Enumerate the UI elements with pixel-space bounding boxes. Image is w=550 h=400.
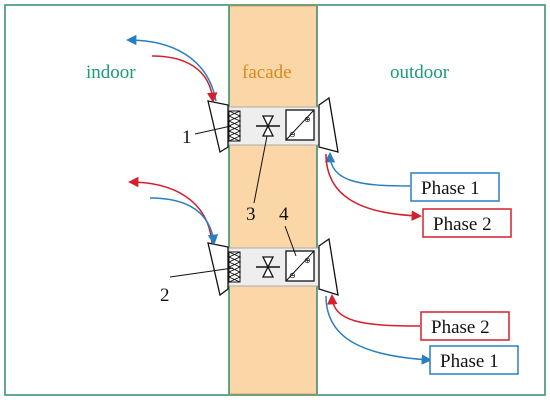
svg-text:⊖: ⊖ [289, 130, 296, 139]
heat-exchanger-icon: ⊕ ⊖ [285, 109, 315, 141]
outdoor-top-red-flow [325, 153, 423, 221]
filter-icon [227, 251, 242, 283]
leader-line-1 [194, 125, 232, 135]
phase-label-bottom-2: Phase 2 [431, 317, 490, 338]
leader-line-4 [284, 225, 297, 257]
outdoor-bottom-blue-flow [325, 295, 433, 365]
component-label-3: 3 [246, 204, 256, 225]
leader-line-2 [169, 267, 234, 278]
phase-label-top-1: Phase 1 [421, 178, 480, 199]
svg-text:⊕: ⊕ [304, 256, 311, 265]
phase-box-top-2: Phase 2 [422, 208, 512, 238]
indoor-label: indoor [86, 62, 136, 83]
phase-box-top-1: Phase 1 [410, 172, 500, 202]
valve-icon [256, 115, 280, 137]
phase-box-bottom-1: Phase 1 [429, 345, 519, 375]
louver-icon [207, 242, 229, 297]
outdoor-label: outdoor [390, 62, 450, 83]
indoor-top-blue-flow [125, 34, 217, 102]
outdoor-bottom-red-flow [327, 293, 421, 327]
valve-icon [256, 256, 280, 278]
louver-icon [318, 96, 339, 153]
component-label-4: 4 [279, 204, 289, 225]
heat-exchanger-icon: ⊕ ⊖ [285, 250, 315, 282]
component-label-2: 2 [160, 285, 170, 306]
indoor-bottom-red-flow [127, 176, 213, 244]
facade-label: facade [242, 62, 292, 83]
phase-label-bottom-1: Phase 1 [440, 351, 499, 372]
svg-text:⊕: ⊕ [304, 115, 311, 124]
phase-box-bottom-2: Phase 2 [420, 311, 510, 341]
indoor-top-red-flow [151, 55, 218, 104]
ventilation-unit-bottom: ⊕ ⊖ [207, 237, 339, 297]
louver-icon [207, 100, 229, 154]
indoor-bottom-blue-flow [149, 197, 219, 246]
outdoor-top-blue-flow [324, 151, 411, 187]
phase-label-top-2: Phase 2 [433, 214, 492, 235]
facade-band [228, 5, 318, 395]
leader-line-3 [253, 135, 268, 204]
louver-icon [318, 237, 339, 296]
svg-text:⊖: ⊖ [289, 271, 296, 280]
component-label-1: 1 [182, 127, 192, 148]
